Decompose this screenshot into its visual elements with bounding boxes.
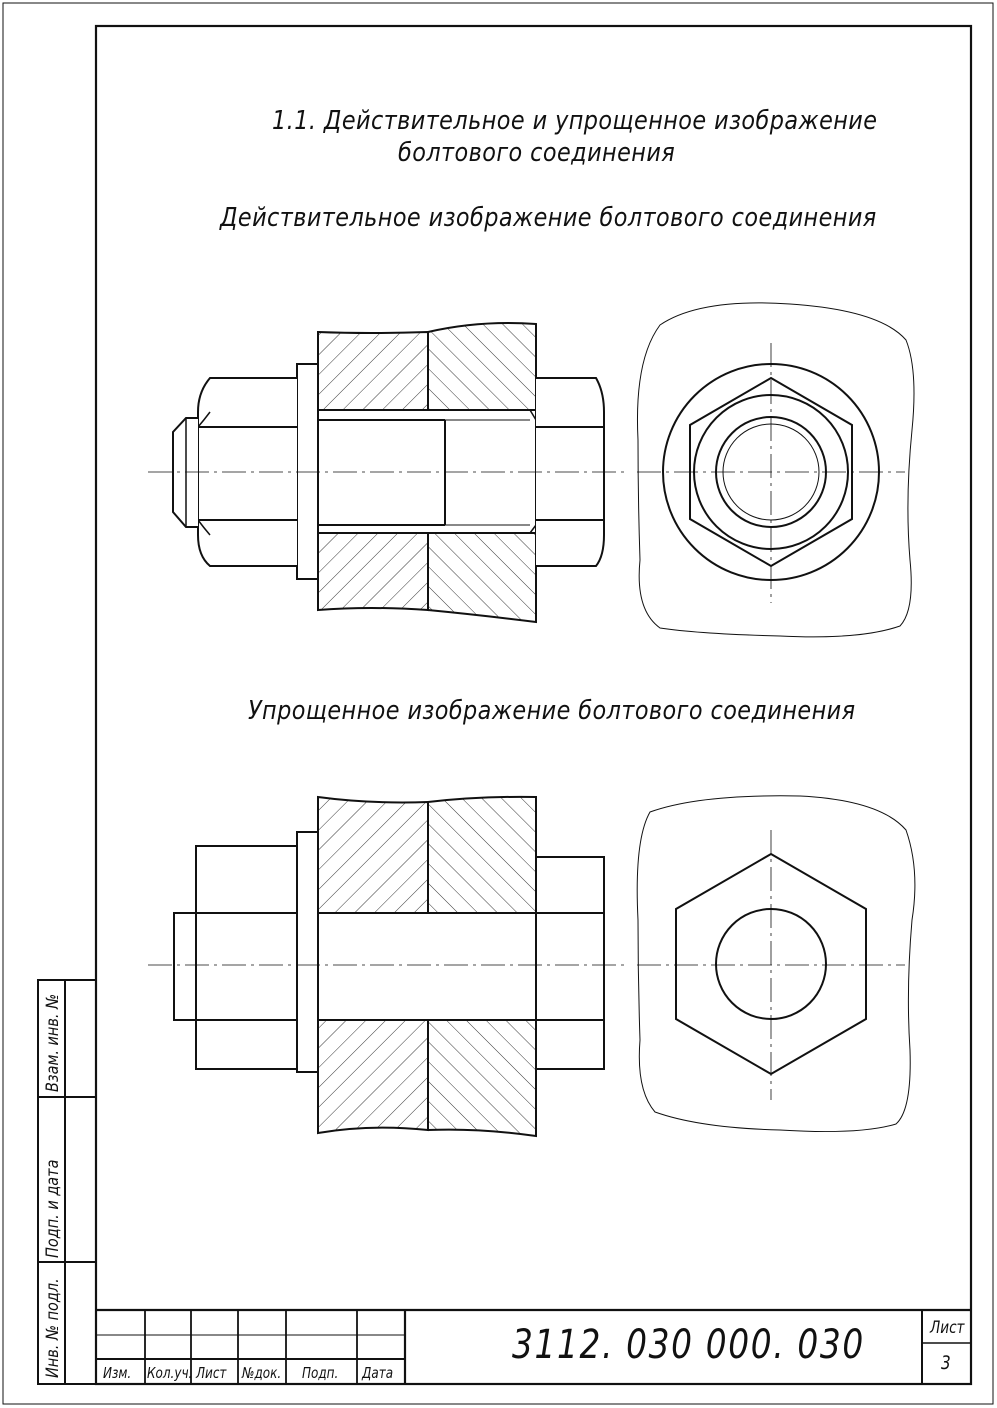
sheet-label: Лист (930, 1318, 965, 1338)
col-ndok: №док. (242, 1364, 282, 1382)
simple-bolt-end (173, 912, 197, 1021)
real-front-view (148, 322, 625, 624)
stamp-replace-inv: Взам. инв. № (43, 993, 63, 1092)
simple-plate-right-top (427, 795, 537, 914)
col-list: Лист (196, 1364, 227, 1382)
simple-bolt-head (535, 856, 605, 1070)
col-podp: Подп. (302, 1364, 339, 1382)
section-title-line1: 1.1. Действительное и упрощенное изображ… (272, 106, 878, 136)
stamp-inv-orig: Инв. № подл. (43, 1278, 63, 1378)
stamp-sign-date: Подп. и дата (43, 1159, 63, 1258)
col-koluch: Кол.уч. (147, 1364, 193, 1382)
simplified-view-caption: Упрощенное изображение болтового соедине… (248, 696, 856, 726)
simplified-front-view (148, 795, 625, 1138)
col-izm: Изм. (103, 1364, 132, 1382)
simple-plate-right-bottom (427, 1019, 537, 1138)
col-data: Дата (362, 1364, 394, 1382)
simple-plate-left-bottom (317, 1019, 429, 1135)
document-number: 3112. 030 000. 030 (512, 1322, 865, 1368)
simple-nut (195, 845, 298, 1070)
simplified-side-view (636, 795, 916, 1133)
simple-plate-left-top (317, 795, 429, 914)
title-block (96, 1308, 971, 1384)
real-plate-left-bottom (317, 532, 429, 612)
sheet-number: 3 (941, 1352, 951, 1374)
simple-washer (296, 831, 319, 1073)
section-title-line2: болтового соединения (398, 138, 676, 168)
simple-side-outline (636, 795, 916, 1133)
real-washer (296, 363, 319, 580)
real-side-outline (637, 302, 915, 638)
real-plate-left-top (317, 330, 429, 411)
real-plate-right-bottom (427, 532, 537, 624)
real-plate-right-top (427, 322, 537, 411)
real-view-caption: Действительное изображение болтового сое… (220, 203, 877, 233)
real-side-view (637, 302, 915, 638)
